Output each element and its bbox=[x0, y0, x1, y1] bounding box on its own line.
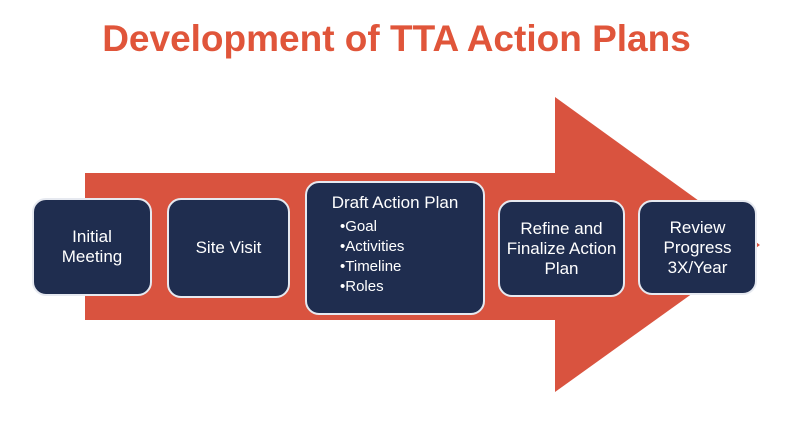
step-site-visit: Site Visit bbox=[167, 198, 290, 298]
step-draft-action-plan: Draft Action Plan •Goal •Activities •Tim… bbox=[305, 181, 485, 315]
bullet-roles: •Roles bbox=[340, 278, 384, 295]
step-label: Initial Meeting bbox=[61, 227, 123, 266]
bullet-timeline: •Timeline bbox=[340, 258, 402, 275]
bullet-goal: •Goal bbox=[340, 218, 377, 235]
step-label: Review Progress 3X/Year bbox=[663, 217, 732, 277]
diagram-title: Development of TTA Action Plans bbox=[102, 18, 691, 59]
step-refine-finalize: Refine and Finalize Action Plan bbox=[498, 200, 625, 297]
step-initial-meeting: Initial Meeting bbox=[32, 198, 152, 296]
step-label: Refine and Finalize Action Plan bbox=[506, 218, 617, 278]
step-label: Draft Action Plan bbox=[331, 193, 459, 212]
step-label: Site Visit bbox=[195, 238, 262, 257]
bullet-activities: •Activities bbox=[340, 238, 405, 255]
step-review-progress: Review Progress 3X/Year bbox=[638, 200, 757, 295]
